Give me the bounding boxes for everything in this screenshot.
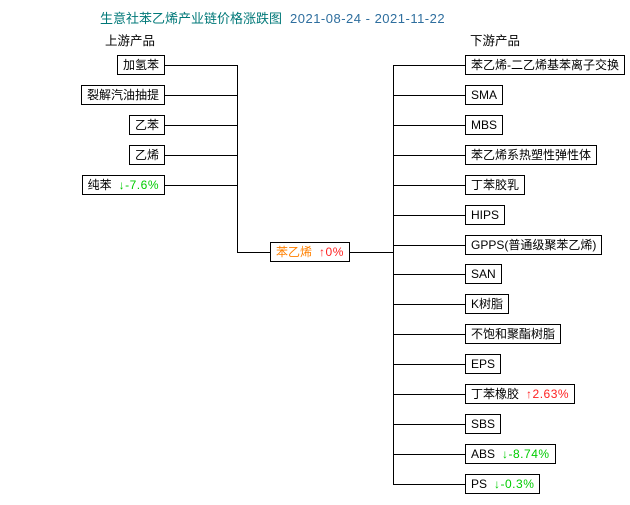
downstream-connector (393, 364, 473, 365)
product-label: EPS (471, 357, 496, 371)
downstream-connector (393, 394, 473, 395)
product-label: 苯乙烯 (276, 245, 313, 259)
downstream-connector (393, 125, 473, 126)
product-label: GPPS(普通级聚苯乙烯) (471, 238, 597, 252)
downstream-node-14[interactable]: PS ↓-0.3% (465, 474, 541, 494)
downstream-connector (393, 65, 473, 66)
title-text: 生意社苯乙烯产业链价格涨跌图 (100, 11, 283, 26)
product-label: 苯乙烯系热塑性弹性体 (471, 148, 592, 162)
downstream-connector (393, 454, 473, 455)
downstream-connector (393, 424, 473, 425)
price-change: ↑2.63% (526, 387, 570, 401)
downstream-node-1[interactable]: SMA (465, 85, 504, 105)
product-label: HIPS (471, 208, 500, 222)
title-date-range: 2021-08-24 - 2021-11-22 (290, 11, 446, 26)
downstream-node-7[interactable]: SAN (465, 264, 502, 284)
downstream-node-12[interactable]: SBS (465, 414, 502, 434)
upstream-node-3[interactable]: 乙烯 (128, 145, 165, 165)
downstream-connector (393, 304, 473, 305)
downstream-node-13[interactable]: ABS ↓-8.74% (465, 444, 556, 464)
product-label: SMA (471, 88, 498, 102)
downstream-connector (393, 334, 473, 335)
upstream-node-1[interactable]: 裂解汽油抽提 (80, 85, 165, 105)
upstream-node-2[interactable]: 乙苯 (128, 115, 165, 135)
product-label: 不饱和聚酯树脂 (471, 327, 556, 341)
product-label: MBS (471, 118, 498, 132)
price-change: ↓-8.74% (502, 447, 550, 461)
product-label: 乙烯 (134, 148, 159, 162)
center-left-connector (237, 252, 277, 253)
product-label: 丁苯橡胶 (471, 387, 520, 401)
product-label: 纯苯 (87, 178, 112, 192)
product-label: 苯乙烯-二乙烯基苯离子交换 (471, 58, 619, 72)
downstream-node-6[interactable]: GPPS(普通级聚苯乙烯) (465, 235, 603, 255)
downstream-connector (393, 155, 473, 156)
price-change: ↓-7.6% (118, 178, 159, 192)
downstream-connector (393, 245, 473, 246)
downstream-node-2[interactable]: MBS (465, 115, 504, 135)
downstream-connector (393, 185, 473, 186)
upstream-section-label: 上游产品 (105, 34, 156, 48)
product-label: SAN (471, 267, 496, 281)
downstream-connector (393, 215, 473, 216)
downstream-node-5[interactable]: HIPS (465, 205, 506, 225)
page-title: 生意社苯乙烯产业链价格涨跌图 2021-08-24 - 2021-11-22 (100, 8, 445, 27)
downstream-node-3[interactable]: 苯乙烯系热塑性弹性体 (465, 145, 598, 165)
upstream-connector (160, 185, 237, 186)
downstream-connector (393, 95, 473, 96)
upstream-bus-line (237, 65, 238, 253)
product-label: K树脂 (471, 297, 504, 311)
upstream-node-0[interactable]: 加氢苯 (116, 55, 165, 75)
product-label: 裂解汽油抽提 (86, 88, 159, 102)
center-node[interactable]: 苯乙烯 ↑0% (270, 242, 350, 262)
upstream-connector (160, 125, 237, 126)
product-label: 丁苯胶乳 (471, 178, 520, 192)
downstream-node-0[interactable]: 苯乙烯-二乙烯基苯离子交换 (465, 55, 625, 75)
upstream-connector (160, 155, 237, 156)
product-label: SBS (471, 417, 496, 431)
downstream-node-9[interactable]: 不饱和聚酯树脂 (465, 324, 562, 344)
upstream-node-4[interactable]: 纯苯 ↓-7.6% (81, 175, 165, 195)
price-change: ↑0% (319, 245, 344, 259)
product-label: ABS (471, 447, 496, 461)
upstream-connector (160, 95, 237, 96)
center-right-connector (350, 252, 394, 253)
downstream-node-4[interactable]: 丁苯胶乳 (465, 175, 526, 195)
upstream-connector (160, 65, 237, 66)
product-label: 乙苯 (134, 118, 159, 132)
price-change: ↓-0.3% (494, 477, 535, 491)
downstream-node-8[interactable]: K树脂 (465, 294, 510, 314)
downstream-connector (393, 484, 473, 485)
downstream-node-11[interactable]: 丁苯橡胶 ↑2.63% (465, 384, 576, 404)
product-label: PS (471, 477, 488, 491)
downstream-node-10[interactable]: EPS (465, 354, 502, 374)
downstream-bus-line (393, 65, 394, 485)
product-label: 加氢苯 (122, 58, 159, 72)
downstream-connector (393, 274, 473, 275)
downstream-section-label: 下游产品 (470, 34, 521, 48)
